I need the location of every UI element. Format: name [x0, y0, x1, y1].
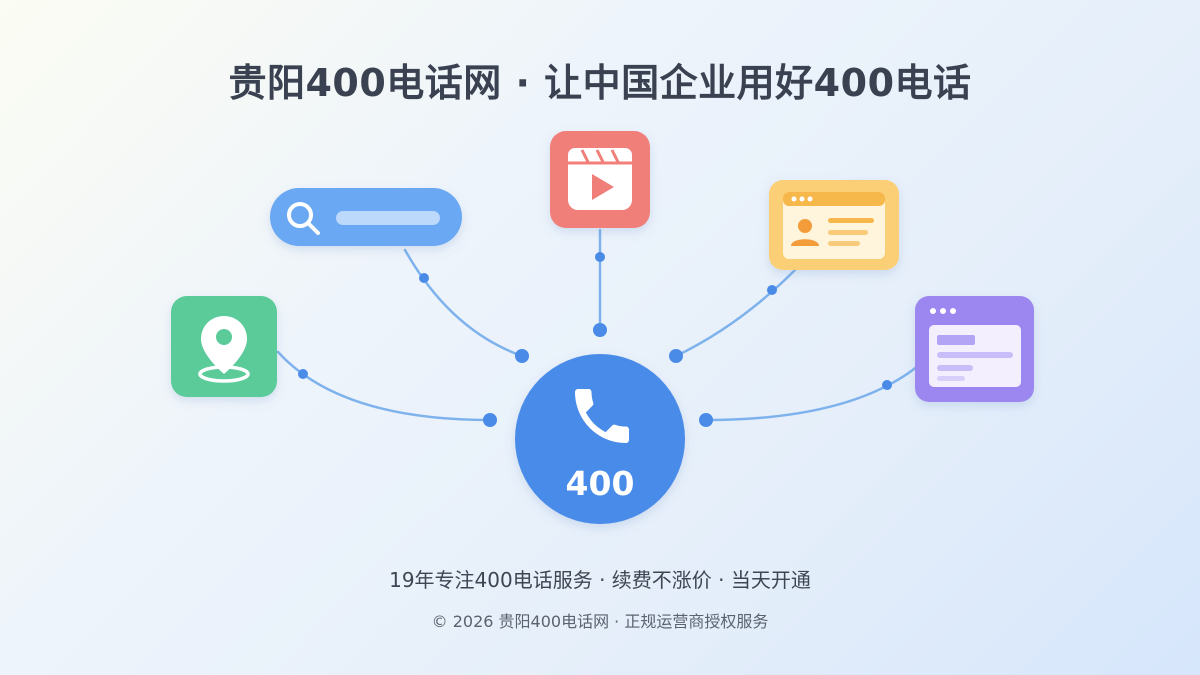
hub-400: 400: [515, 354, 685, 524]
browser-window-icon: [929, 308, 1021, 387]
connectors: [276, 228, 920, 422]
hub-label: 400: [566, 464, 635, 503]
search-bar-placeholder: [336, 211, 440, 225]
connector-search: [403, 248, 524, 358]
connector-card: [674, 268, 797, 358]
id-card-icon: [783, 192, 885, 259]
dot-search-mid: [419, 273, 429, 283]
dot-map-end: [483, 413, 497, 427]
connector-web: [704, 364, 920, 422]
connector-map: [276, 350, 492, 422]
search-icon: [287, 202, 320, 235]
dot-card-end: [669, 349, 683, 363]
phone-icon: [575, 389, 629, 443]
dot-web-end: [699, 413, 713, 427]
copyright: © 2026 贵阳400电话网 · 正规运营商授权服务: [431, 612, 769, 631]
dot-map-mid: [298, 369, 308, 379]
hub-circle: [515, 354, 685, 524]
map-pin-icon: [198, 316, 250, 383]
dot-card-mid: [767, 285, 777, 295]
play-video-icon: [568, 148, 632, 210]
dot-video-mid: [595, 252, 605, 262]
page-title: 贵阳400电话网 · 让中国企业用好400电话: [228, 61, 972, 105]
dot-search-end: [515, 349, 529, 363]
tagline: 19年专注400电话服务 · 续费不涨价 · 当天开通: [389, 568, 811, 592]
dot-web-mid: [882, 380, 892, 390]
dot-video-end: [593, 323, 607, 337]
connector-dots: [298, 252, 892, 427]
